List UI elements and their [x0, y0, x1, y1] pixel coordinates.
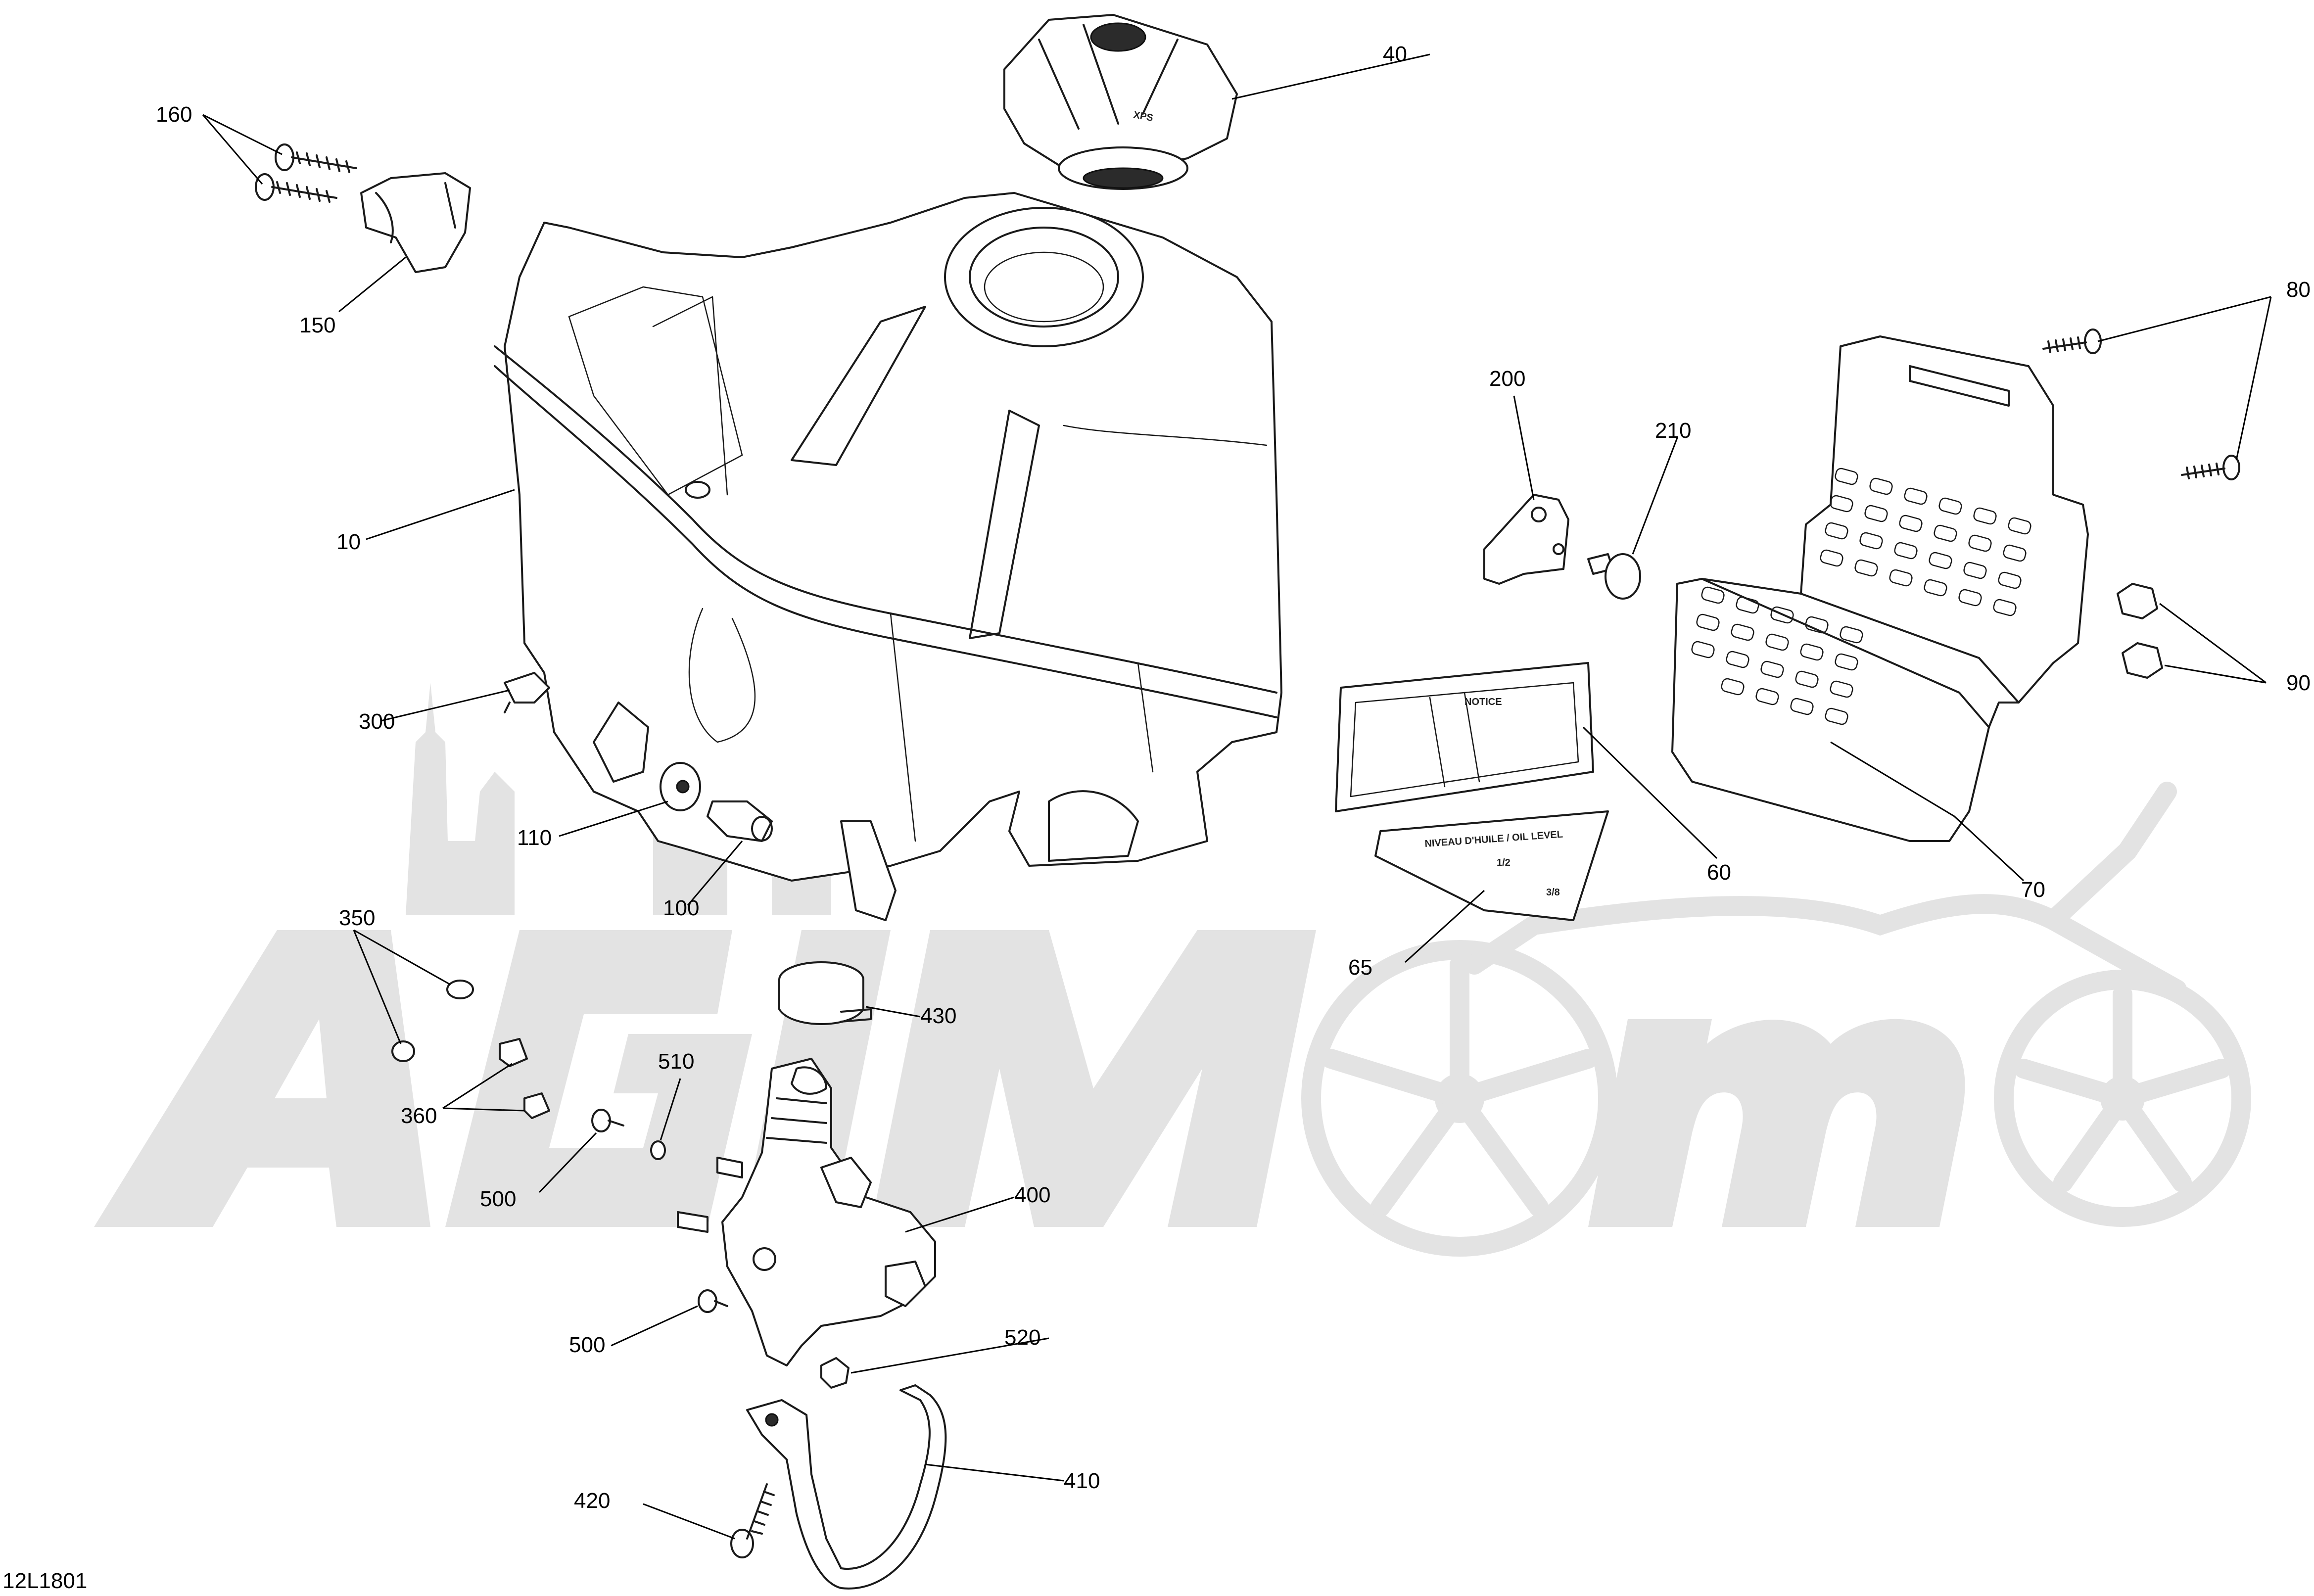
skid-plate-slot [1859, 532, 1883, 550]
skid-plate-slot [1929, 552, 1952, 569]
notice-decal-text: NOTICE [1464, 697, 1502, 707]
skid-plate-slot [1830, 495, 1853, 513]
skid-plate-slot [1770, 606, 1794, 624]
oil-tank [494, 192, 1282, 921]
clamp [360, 172, 471, 273]
screw-500-lower [698, 1289, 728, 1313]
skid-plate-slot [1765, 633, 1789, 651]
skid-plate-slot [1731, 623, 1754, 641]
skid-plate-slot [1993, 599, 2017, 616]
callout-500-upper: 500 [480, 1187, 516, 1211]
skid-plate-slot [1938, 497, 1962, 515]
callout-70: 70 [2021, 878, 2045, 902]
watermark-logo [94, 643, 2251, 1257]
skid-plate-slots [1691, 468, 2031, 725]
callout-400: 400 [1014, 1183, 1050, 1207]
callout-150: 150 [299, 313, 335, 337]
callout-420: 420 [574, 1489, 610, 1513]
callout-110: 110 [517, 826, 552, 850]
skid-plate-slot [1701, 586, 1725, 604]
skid-plate-slot [1795, 670, 1819, 688]
callout-210: 210 [1655, 419, 1691, 443]
callout-10: 10 [336, 530, 361, 554]
callout-labels: 40 160 150 10 80 200 210 90 300 110 100 … [2, 42, 2311, 1593]
skid-plate-slot [1904, 487, 1928, 505]
skid-plate-slot [1805, 616, 1829, 634]
callout-520: 520 [1004, 1325, 1040, 1350]
skid-plate-slot [1968, 534, 1992, 552]
skid-plate-slot [1899, 515, 1923, 532]
callout-60: 60 [1707, 860, 1731, 885]
callout-410: 410 [1064, 1469, 1100, 1493]
nut-520 [820, 1357, 850, 1389]
callout-90: 90 [2286, 671, 2311, 695]
screw-500-upper [591, 1109, 624, 1132]
skid-plate-slot [2003, 544, 2027, 562]
skid-plate-slot [1958, 589, 1982, 607]
strap-410 [746, 1384, 947, 1590]
diagram-code: 12L1801 [2, 1569, 87, 1593]
skid-plate-slot [1820, 549, 1843, 567]
oil-level-decal: NIVEAU D'HUILE / OIL LEVEL 1/2 3/8 [1374, 810, 1609, 921]
skid-plate-slot [1840, 626, 1863, 644]
notice-decal: NOTICE [1335, 662, 1594, 812]
bracket-200 [1483, 494, 1569, 585]
skid-plate-slot [1696, 613, 1720, 631]
skid-plate-slot [1825, 707, 1848, 725]
skid-plate-slot [1973, 507, 1997, 525]
callout-100: 100 [663, 896, 699, 920]
oil-pump [677, 1058, 936, 1366]
skid-plate-slot [1691, 641, 1715, 658]
screws-160 [255, 143, 357, 203]
screw-420 [730, 1483, 775, 1558]
skid-plate-slot [1869, 477, 1893, 495]
callout-65: 65 [1348, 955, 1372, 980]
callout-350: 350 [339, 906, 375, 930]
callout-160: 160 [156, 102, 192, 127]
hose-clamp-430 [778, 961, 872, 1025]
rivet-210 [1587, 553, 1641, 600]
skid-plate-slot [1800, 643, 1824, 661]
washer-510 [650, 1140, 666, 1160]
skid-plate-slot [1894, 542, 1918, 560]
skid-plate-slot [1835, 468, 1858, 485]
callout-300: 300 [359, 709, 395, 734]
callout-200: 200 [1489, 367, 1525, 391]
skid-plate-slot [1835, 653, 1858, 671]
callout-80: 80 [2286, 278, 2311, 302]
skid-plate-slot [1854, 559, 1878, 577]
skid-plate-slot [1760, 660, 1784, 678]
skid-plate-slot [1790, 698, 1814, 715]
skid-plate-slot [2008, 517, 2031, 535]
skid-plate-slot [1963, 562, 1987, 579]
callout-360: 360 [401, 1104, 437, 1128]
caps-360 [499, 1038, 550, 1119]
flange-bolts-90 [2117, 583, 2163, 679]
callout-430: 430 [920, 1004, 956, 1028]
leader-lines [202, 53, 2272, 1540]
oil-level-half: 1/2 [1497, 857, 1511, 868]
skid-plate-slot [1726, 651, 1749, 668]
skid-plate-slot [1934, 524, 1957, 542]
clip-300 [504, 672, 550, 713]
screws-80 [2042, 329, 2240, 480]
oil-level-three-eighths: 3/8 [1546, 887, 1560, 898]
skid-plate-slot [1825, 522, 1848, 540]
filler-cap: XPS [1003, 14, 1238, 190]
skid-plate-slot [1736, 596, 1759, 614]
skid-plate [1671, 335, 2089, 842]
skid-plate-slot [1755, 688, 1779, 705]
skid-plate-slot [1830, 680, 1853, 698]
skid-plate-slot [1998, 571, 2022, 589]
callout-500-lower: 500 [569, 1333, 605, 1357]
callout-40: 40 [1383, 42, 1407, 66]
clamps-350 [391, 980, 474, 1062]
skid-plate-slot [1889, 569, 1913, 587]
bushing-and-washer [660, 762, 773, 842]
skid-plate-slot [1721, 678, 1745, 696]
callout-510: 510 [658, 1049, 694, 1074]
skid-plate-slot [1924, 579, 1947, 597]
skid-plate-slot [1864, 505, 1888, 522]
